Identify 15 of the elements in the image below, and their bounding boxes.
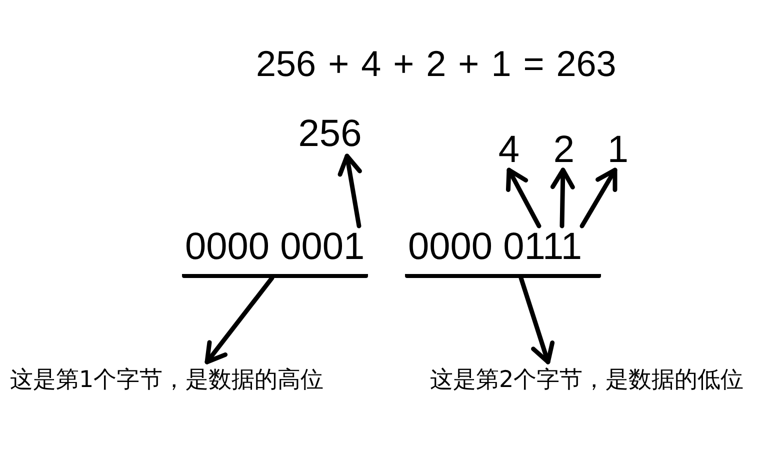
arrow	[204, 276, 274, 364]
arrow	[506, 168, 542, 228]
place-value: 2	[551, 130, 577, 170]
sum-equation: 256 + 4 + 2 + 1 = 263	[256, 46, 616, 82]
underlined-byte: 0000 0001	[182, 226, 368, 278]
place-value: 4	[496, 130, 522, 170]
byte-note: 这是第2个字节，是数据的低位	[430, 362, 768, 398]
place-value: 1	[605, 130, 631, 170]
arrow	[580, 168, 618, 228]
byte-note: 这是第1个字节，是数据的高位	[10, 362, 344, 398]
arrow	[338, 154, 362, 228]
underlined-byte: 0000 0111	[405, 226, 601, 278]
place-value: 256	[294, 112, 366, 156]
arrow	[550, 168, 575, 228]
arrow	[518, 276, 555, 364]
